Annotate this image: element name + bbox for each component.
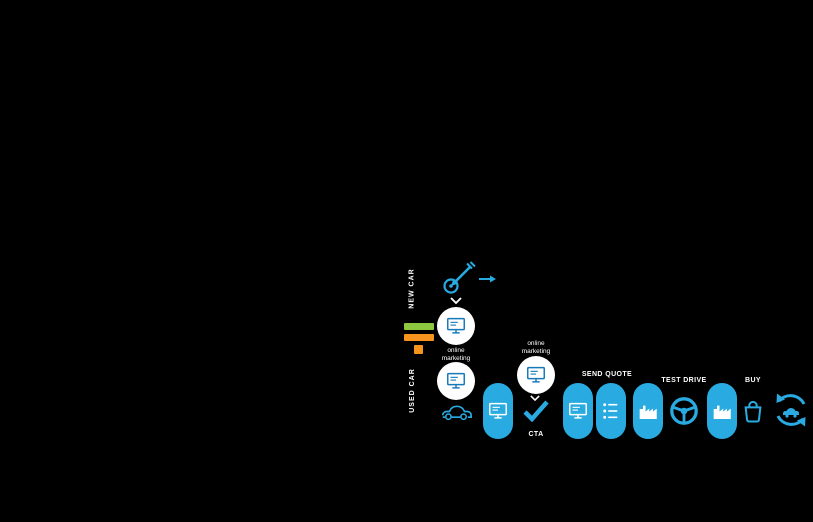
factory-icon — [712, 403, 732, 420]
rail-segment-new-car: NEW CAR — [398, 258, 426, 318]
cta-label: CTA — [528, 431, 544, 438]
dealership-node-1 — [633, 383, 663, 439]
test-drive-label: TEST DRIVE — [661, 377, 707, 384]
loyalty-loop-icon — [771, 390, 811, 430]
online-marketing-label-top: online marketing — [441, 347, 471, 362]
car-icon — [439, 402, 473, 421]
factory-icon — [638, 403, 658, 420]
shopping-bag-icon — [742, 399, 764, 423]
dealership-node-2 — [707, 383, 737, 439]
online-marketing-label-mid: online marketing — [521, 340, 551, 355]
used-car-label: USED CAR — [408, 367, 416, 413]
send-quote-label: SEND QUOTE — [581, 371, 633, 378]
send-quote-node — [596, 383, 626, 439]
portal-logo-orange — [404, 334, 434, 341]
rail-segment-used-car: USED CAR — [398, 360, 426, 420]
monitor-icon — [487, 400, 509, 422]
monitor-icon — [445, 315, 467, 337]
quote-list-icon — [602, 401, 620, 421]
monitor-icon — [445, 370, 467, 392]
dart-icon — [440, 261, 476, 297]
chevron-down-icon — [450, 297, 462, 304]
online-marketing-node-top — [437, 307, 475, 345]
monitor-icon — [567, 400, 589, 422]
portal-logo-square — [414, 345, 423, 354]
buy-label: BUY — [745, 377, 761, 384]
steering-wheel-icon — [669, 396, 699, 426]
checkmark-icon — [523, 400, 549, 422]
online-marketing-node-mid — [517, 356, 555, 394]
chevron-down-icon — [530, 395, 540, 401]
online-marketing-node-bottom — [437, 362, 475, 400]
arrow-right-icon — [479, 274, 497, 284]
portal-logo-green — [404, 323, 434, 330]
website-node-1 — [483, 383, 513, 439]
third-party-portal-logos — [404, 323, 434, 354]
monitor-icon — [525, 364, 547, 386]
new-car-label: NEW CAR — [408, 267, 416, 309]
website-node-2 — [563, 383, 593, 439]
